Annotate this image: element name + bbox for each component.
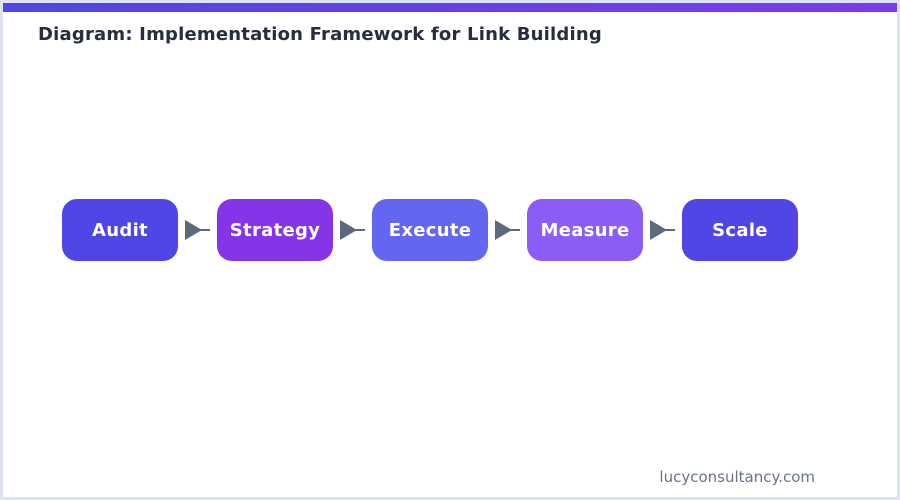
step-box-execute: Execute bbox=[372, 199, 488, 261]
step-label: Measure bbox=[540, 219, 630, 241]
step-box-scale: Scale bbox=[682, 199, 798, 261]
step-box-measure: Measure bbox=[527, 199, 643, 261]
arrow-right-icon bbox=[333, 219, 372, 241]
step-label: Strategy bbox=[229, 219, 321, 241]
step-box-audit: Audit bbox=[62, 199, 178, 261]
step-box-strategy: Strategy bbox=[217, 199, 333, 261]
website-credit: lucyconsultancy.com bbox=[659, 468, 815, 486]
flow-row: Audit Strategy Execute bbox=[62, 199, 798, 261]
step-label: Scale bbox=[712, 219, 768, 241]
step-label: Execute bbox=[388, 219, 472, 241]
page-title: Diagram: Implementation Framework for Li… bbox=[38, 24, 602, 45]
accent-bar bbox=[3, 3, 897, 12]
arrow-right-icon bbox=[488, 219, 527, 241]
step-label: Audit bbox=[92, 219, 148, 241]
arrow-right-icon bbox=[643, 219, 682, 241]
arrow-right-icon bbox=[178, 219, 217, 241]
